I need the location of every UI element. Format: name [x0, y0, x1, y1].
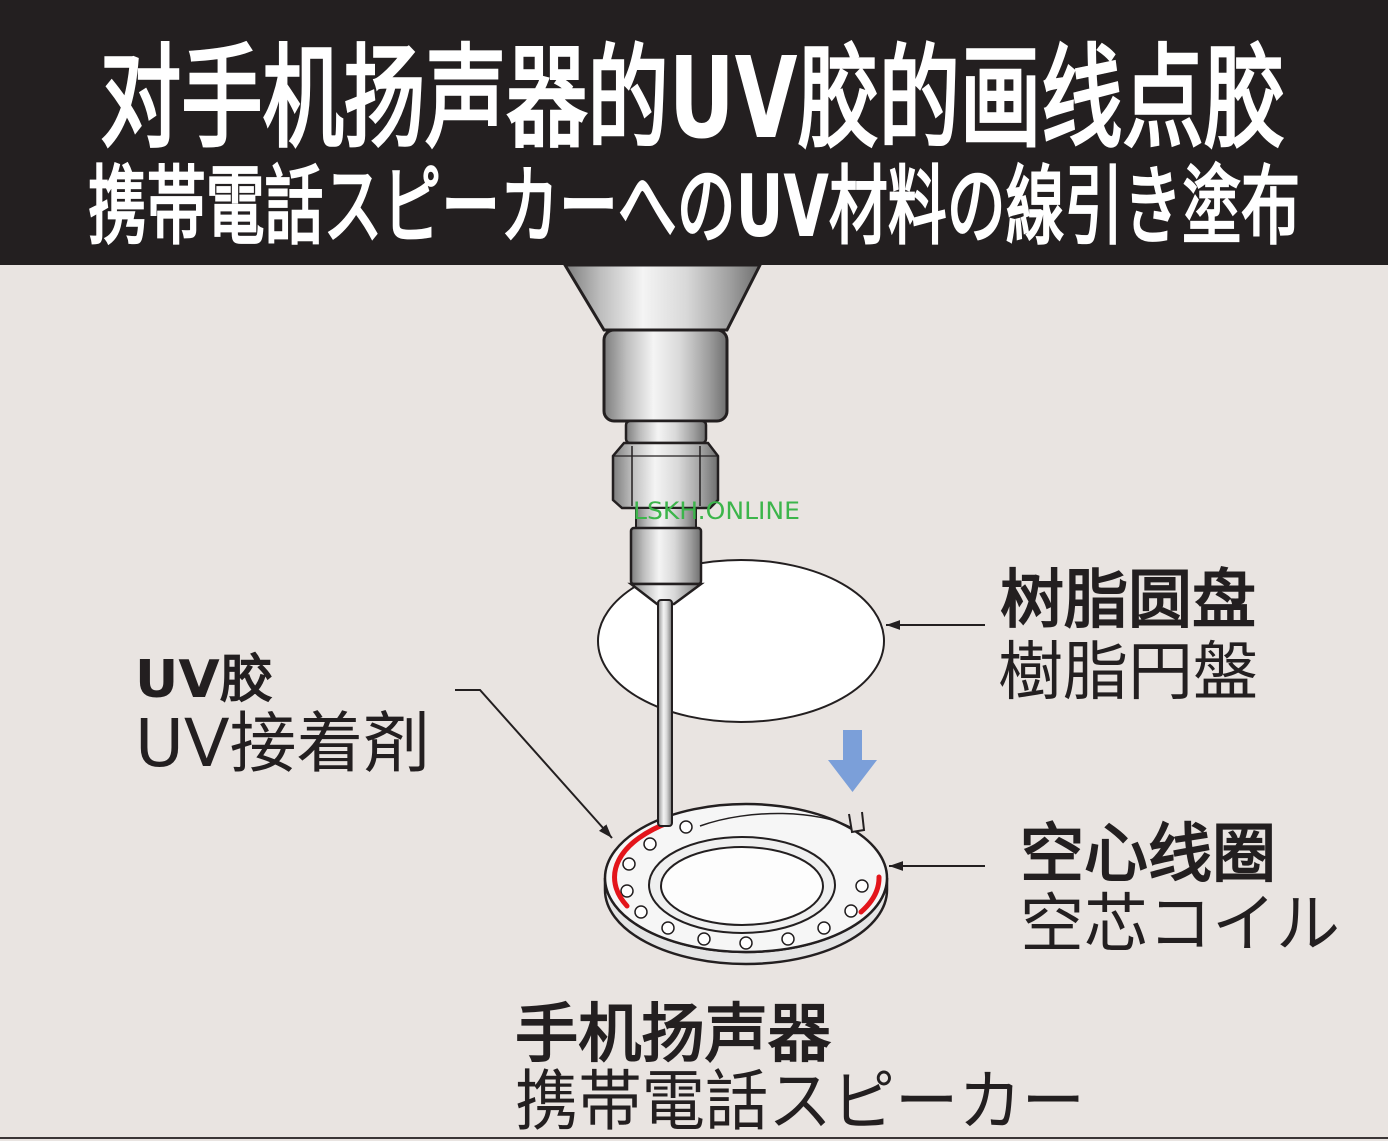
bottom-border-line	[0, 1137, 1388, 1139]
air-core-coil-label-ja: 空芯コイル	[1020, 888, 1340, 962]
speaker-hole	[739, 936, 753, 950]
speaker-hole	[844, 904, 858, 918]
needle-hub-taper	[627, 582, 705, 606]
speaker-center-opening	[660, 846, 824, 926]
speaker-hole	[620, 884, 634, 898]
air-core-coil-label: 空心线圈 空芯コイル	[1020, 818, 1340, 962]
page-subtitle: 携帯電話スピーカーへのUV材料の線引き塗布	[88, 157, 1300, 257]
hex-nut	[611, 441, 720, 510]
down-arrow-icon	[828, 730, 877, 792]
header-band	[0, 0, 1388, 265]
speaker-holes	[620, 820, 869, 950]
speaker-hole	[679, 820, 693, 834]
page-title: 对手机扬声器的UV胶的画线点胶	[100, 34, 1285, 164]
needle-hub	[629, 526, 703, 586]
speaker-hole	[817, 921, 831, 935]
syringe-barrel	[602, 328, 729, 423]
dispenser-syringe	[562, 263, 763, 827]
speaker-hole	[697, 932, 711, 946]
phone-speaker	[603, 802, 889, 966]
speaker-hole	[661, 921, 675, 935]
syringe-neck	[624, 419, 708, 445]
uv-glue-line-left	[612, 819, 673, 909]
air-core-coil-label-zh: 空心线圈	[1020, 818, 1276, 892]
uv-glue-line-right	[858, 874, 882, 915]
resin-disc-label-zh: 树脂圆盘	[1000, 564, 1256, 638]
down-arrow-head	[828, 760, 877, 792]
phone-speaker-label-zh: 手机扬声器	[515, 998, 832, 1072]
syringe-funnel	[562, 263, 763, 332]
uv-glue-label: UV胶 UV接着剤	[135, 650, 430, 782]
watermark: LSKH.ONLINE	[633, 497, 800, 525]
coil-winding-edge	[699, 812, 853, 829]
speaker-hole	[855, 879, 869, 893]
dispensing-needle	[657, 599, 673, 827]
uv-glue-label-zh: UV胶	[135, 650, 273, 710]
resin-disc-label-ja: 樹脂円盤	[998, 636, 1258, 710]
uv-glue-label-ja: UV接着剤	[135, 705, 430, 782]
phone-speaker-label-ja: 携帯電話スピーカー	[515, 1063, 1085, 1140]
uv-glue-leader-line	[455, 689, 613, 839]
speaker-hole	[643, 837, 657, 851]
phone-speaker-label: 手机扬声器 携帯電話スピーカー	[515, 998, 1085, 1140]
down-arrow-shaft	[843, 730, 862, 761]
speaker-hole	[622, 857, 636, 871]
resin-disc-label: 树脂圆盘 樹脂円盤	[998, 564, 1258, 710]
speaker-notch	[848, 811, 866, 834]
speaker-hole	[634, 905, 648, 919]
speaker-hole	[781, 932, 795, 946]
